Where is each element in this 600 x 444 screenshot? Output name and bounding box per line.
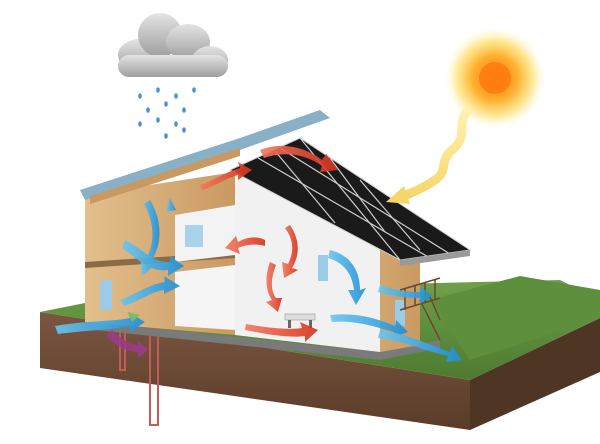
geothermal-arrow — [128, 312, 140, 322]
cool-airflow — [55, 198, 462, 362]
cool-air-arrow — [166, 198, 176, 212]
rain-drops — [138, 87, 196, 139]
window — [318, 255, 328, 281]
cool-air-arrow — [120, 276, 180, 306]
cool-air-arrow — [55, 312, 145, 334]
soil-right — [470, 318, 600, 430]
dining-table — [284, 313, 316, 328]
warm-air-arrow — [282, 225, 298, 278]
house — [85, 172, 441, 360]
floor-slab — [95, 322, 440, 360]
solar-panel-roof — [228, 137, 472, 266]
warm-air-arrow — [225, 236, 265, 254]
cool-air-arrow — [122, 240, 184, 276]
warm-air-arrow — [266, 262, 282, 312]
window — [185, 225, 203, 247]
warm-air-arrow — [245, 322, 318, 342]
cool-air-arrow — [330, 314, 408, 338]
cool-air-arrow — [328, 250, 366, 305]
warm-air-arrow — [200, 162, 252, 190]
sun-icon — [445, 28, 545, 128]
geothermal-arrow — [106, 330, 148, 358]
soil-front — [40, 312, 470, 430]
interior-wall-lower — [175, 265, 235, 330]
green-roof — [80, 110, 330, 204]
window — [395, 300, 405, 326]
cloud-icon — [118, 13, 228, 77]
interior-wall-upper — [175, 205, 235, 262]
warm-air-arrow — [260, 145, 338, 172]
cool-air-arrow — [378, 330, 462, 362]
cool-air-arrow — [140, 200, 160, 276]
warm-airflow — [200, 145, 338, 342]
cool-air-arrow — [378, 285, 432, 304]
sunlight-arrow — [386, 105, 473, 204]
center-wall-block — [235, 172, 380, 352]
geothermal-airflow — [106, 312, 148, 358]
window — [100, 280, 112, 310]
grass-right-hill — [430, 276, 600, 360]
right-wall-block — [300, 200, 420, 352]
